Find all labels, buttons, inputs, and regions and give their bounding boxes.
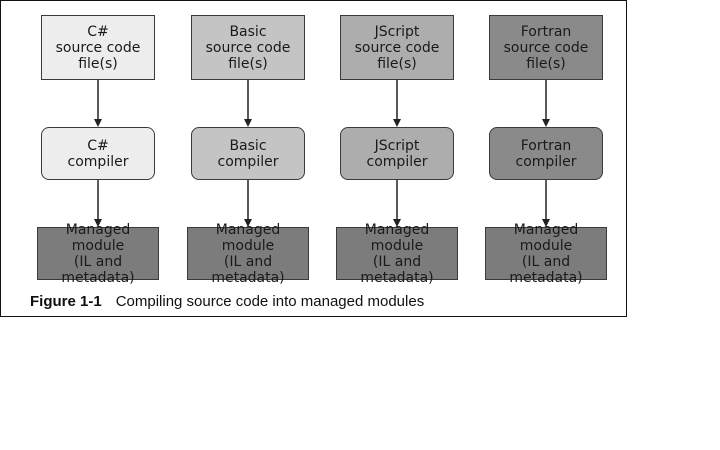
csharp-compiler-box: C# compiler: [41, 127, 155, 180]
basic-compiler-box: Basic compiler: [191, 127, 305, 180]
figure-caption: Figure 1-1 Compiling source code into man…: [30, 293, 424, 310]
csharp-managed-module-box: Managed module (IL and metadata): [37, 222, 159, 286]
figure-caption-text: Compiling source code into managed modul…: [115, 293, 425, 310]
fortran-source-box: Fortran source code file(s): [489, 15, 603, 80]
basic-managed-module-box: Managed module (IL and metadata): [187, 222, 309, 286]
figure-caption-label: Figure 1-1: [30, 293, 102, 310]
fortran-managed-module-box: Managed module (IL and metadata): [485, 222, 607, 286]
jscript-managed-module-box: Managed module (IL and metadata): [336, 222, 458, 286]
jscript-compiler-box: JScript compiler: [340, 127, 454, 180]
csharp-source-box: C# source code file(s): [41, 15, 155, 80]
arrow-layer: [94, 80, 550, 227]
fortran-compiler-box: Fortran compiler: [489, 127, 603, 180]
basic-source-box: Basic source code file(s): [191, 15, 305, 80]
jscript-source-box: JScript source code file(s): [340, 15, 454, 80]
figure-frame: C# source code file(s) C# compiler Manag…: [0, 0, 627, 317]
